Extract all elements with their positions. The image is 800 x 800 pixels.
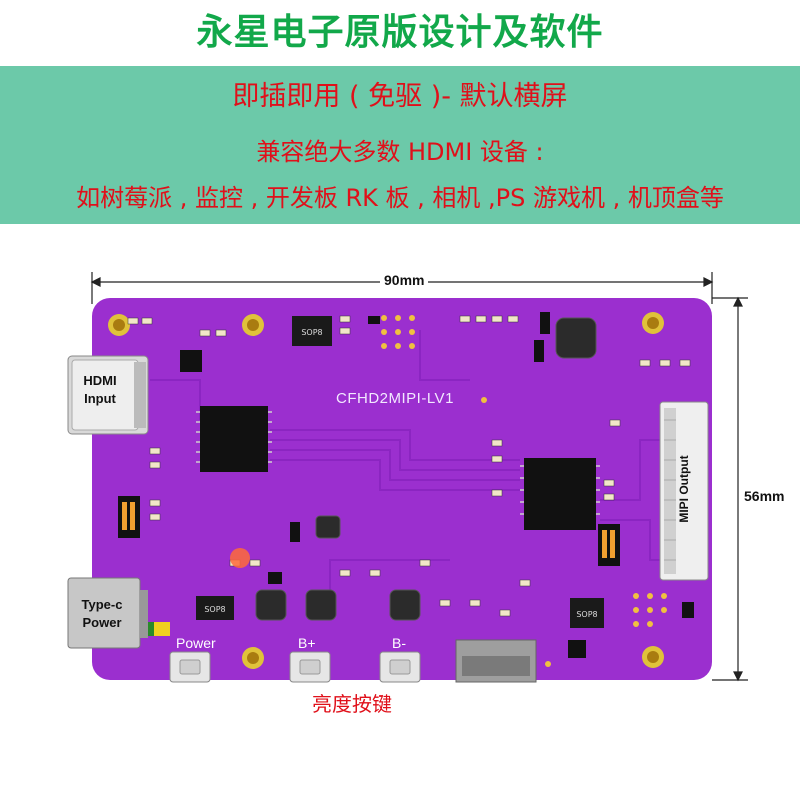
page-title: 永星电子原版设计及软件 [196, 12, 604, 53]
dip-switch-left [118, 496, 140, 538]
mipi-connector [659, 401, 709, 581]
width-label: 90mm [380, 272, 429, 288]
black-smd [180, 312, 694, 658]
model-label: CFHD2MIPI-LV1 [336, 390, 454, 407]
height-label: 56mm [742, 488, 787, 504]
banner-line-compatibility: 兼容绝大多数 HDMI 设备 : [256, 138, 544, 166]
mounting-holes [108, 312, 664, 669]
main-ic-right [520, 458, 600, 530]
sop8-chip-bottom-right: SOP8 [570, 598, 604, 628]
svg-text:SOP8: SOP8 [301, 328, 322, 337]
sop8-chip-top: SOP8 [292, 316, 332, 346]
typec-connector [67, 577, 148, 649]
hdmi-connector [67, 355, 149, 435]
brightness-up-button-label: B+ [298, 635, 316, 651]
tactile-buttons [169, 651, 421, 683]
hdmi-input-label: HDMI Input [83, 373, 117, 406]
banner-line-plug-and-play: 即插即用 ( 免驱 )- 默认横屏 [232, 81, 568, 112]
tantalum-capacitor [148, 622, 170, 636]
brightness-keys-caption: 亮度按键 [312, 692, 392, 716]
bottom-header-connector [455, 639, 537, 683]
smd-components [127, 315, 691, 617]
main-ic-left [196, 406, 272, 472]
inductors [255, 317, 597, 621]
mipi-output-label: MIPI Output [677, 455, 691, 523]
power-button-label: Power [176, 635, 216, 651]
status-led [230, 548, 250, 568]
feature-banner [0, 66, 800, 224]
brightness-down-button-label: B- [392, 635, 406, 651]
sop8-chip-bottom-left: SOP8 [196, 596, 234, 620]
svg-text:SOP8: SOP8 [576, 610, 597, 619]
pads [381, 315, 667, 667]
dip-switch-right [598, 524, 620, 566]
height-dimension [712, 296, 748, 682]
banner-line-devices: 如树莓派 , 监控 , 开发板 RK 板 , 相机 ,PS 游戏机 , 机顶盒等 [76, 184, 724, 212]
typec-power-label: Type-c Power [81, 597, 123, 630]
svg-text:SOP8: SOP8 [204, 605, 225, 614]
